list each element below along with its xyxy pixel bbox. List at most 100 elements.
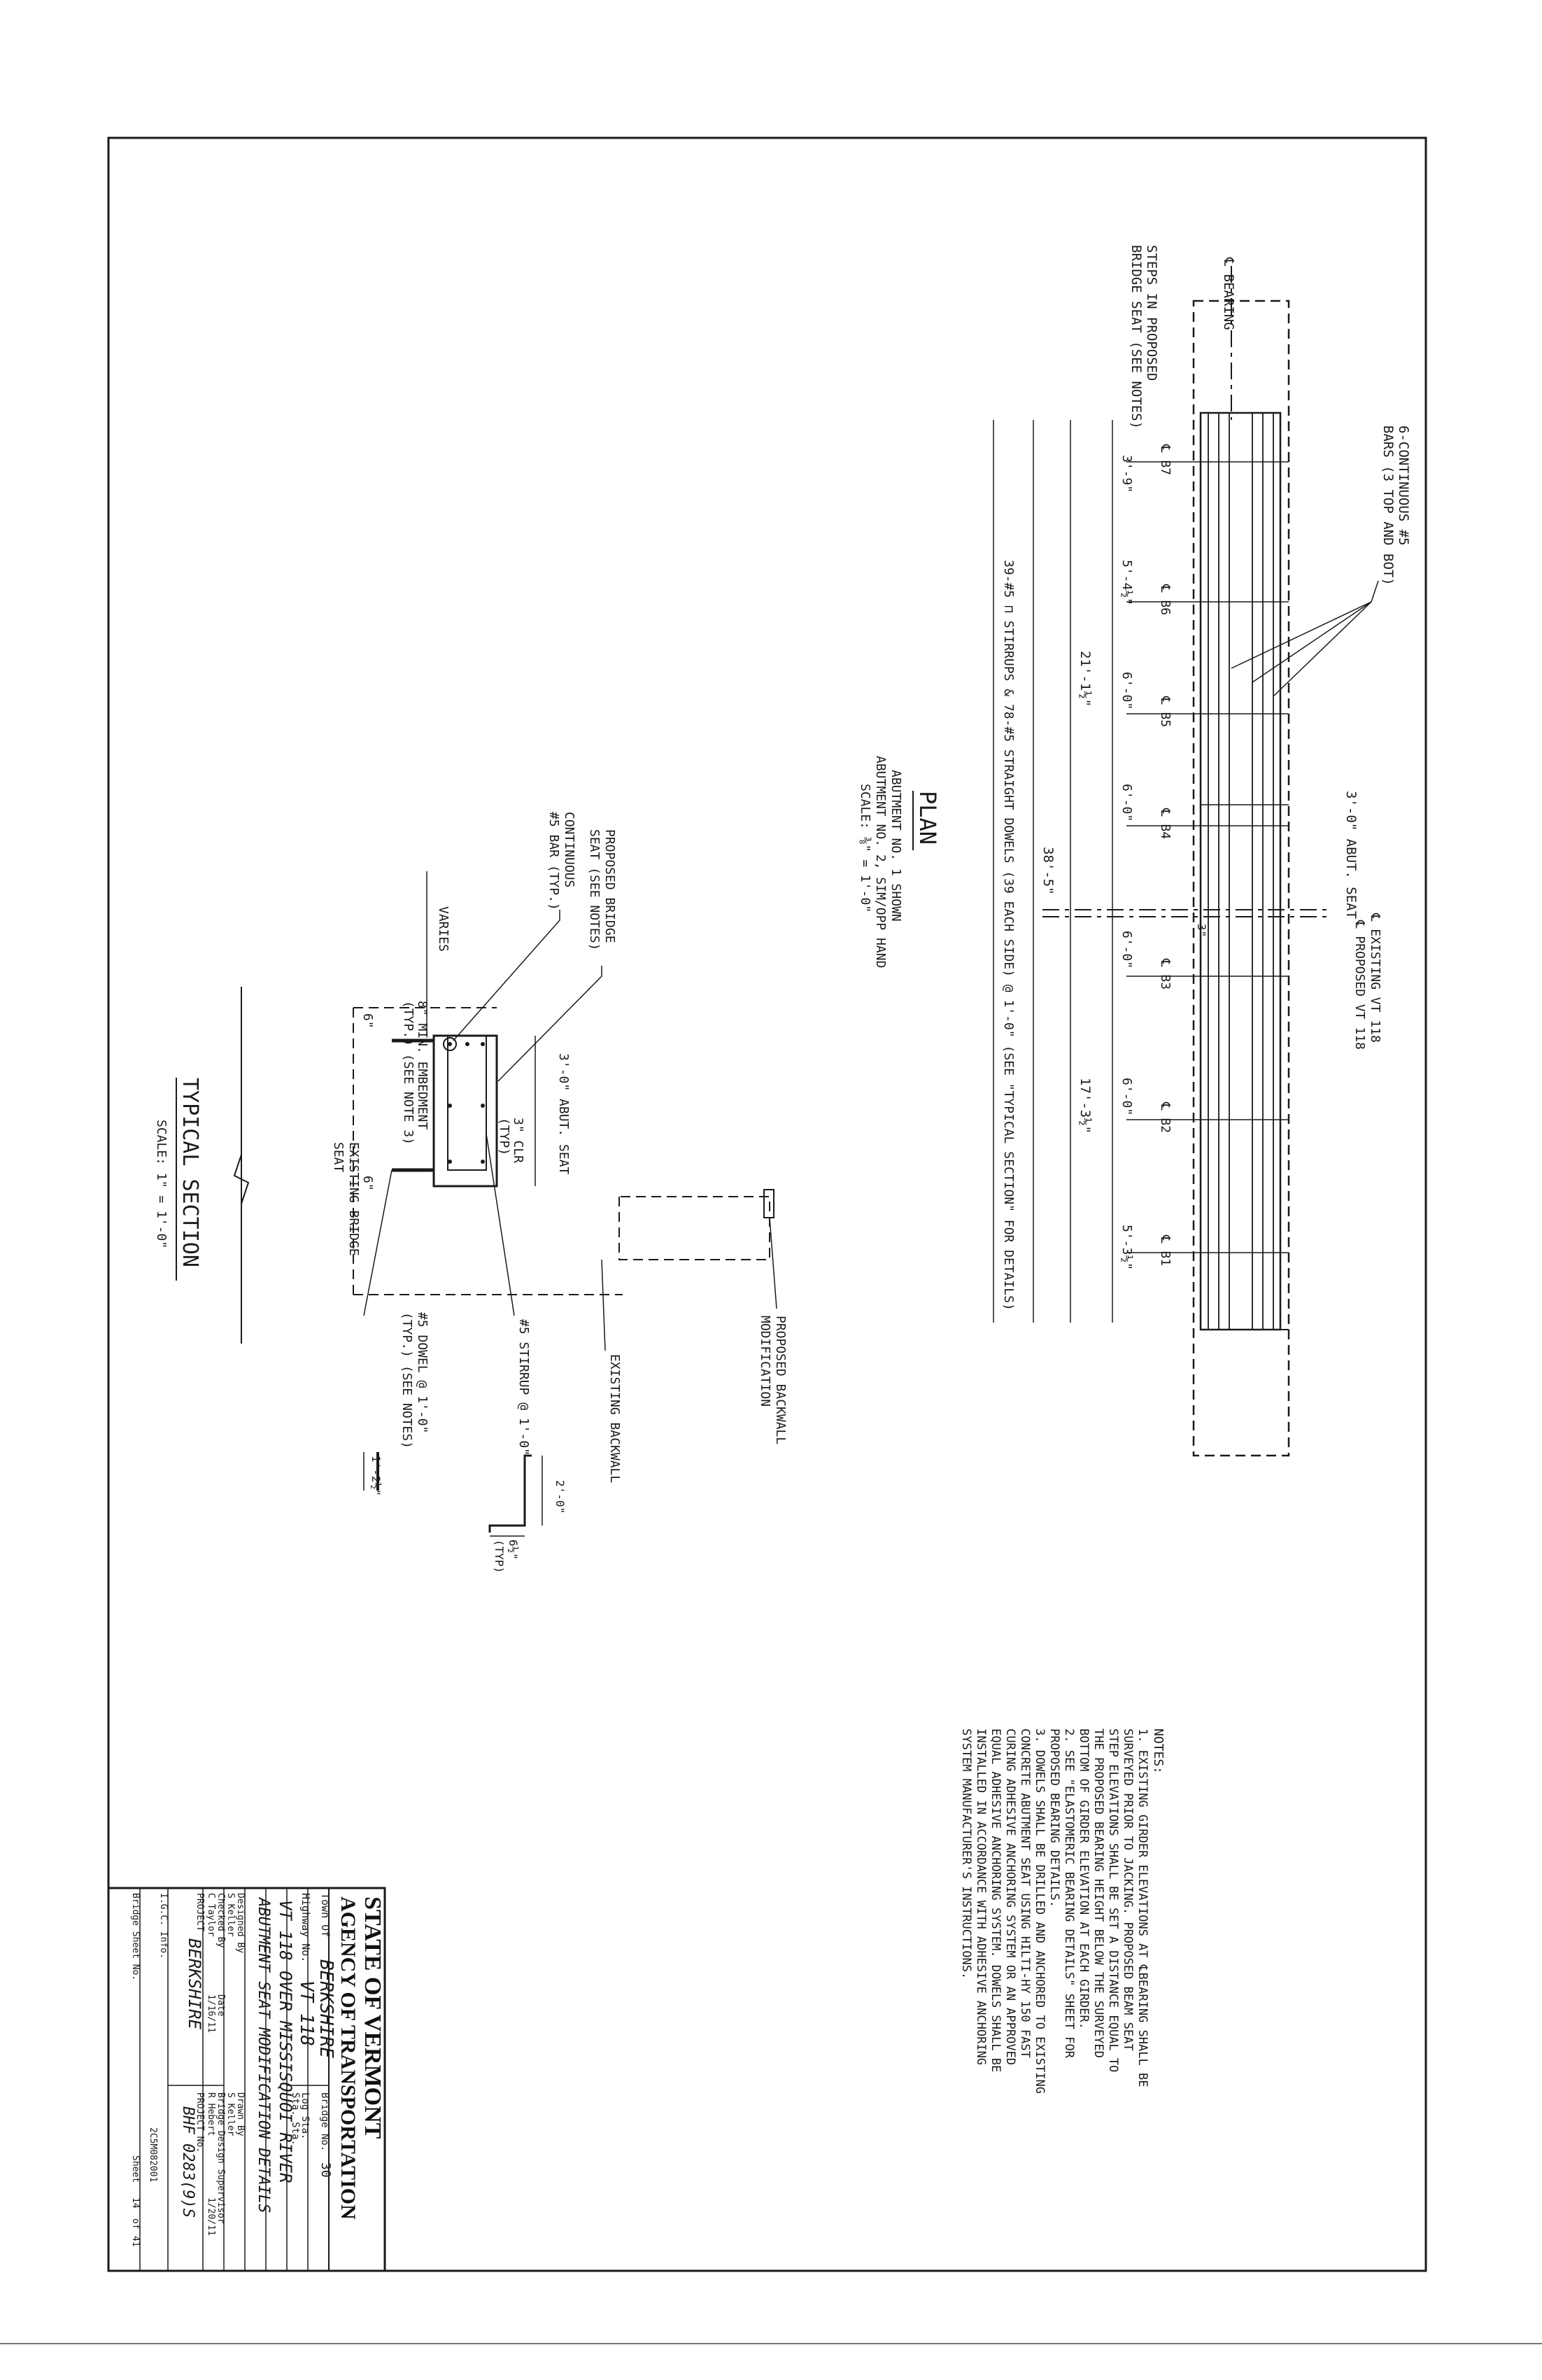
six-in-a: 6" (360, 1013, 375, 1029)
log-sta: Log Sta. (299, 2092, 311, 2139)
note-line: CURING ADHESIVE ANCHORING SYSTEM OR AN A… (1003, 1728, 1017, 2065)
mod-leader (769, 1217, 777, 1309)
sheet-label: Sheet (130, 2155, 141, 2183)
proposed-backwall-mod (763, 1189, 774, 1218)
project: BERKSHIRE (185, 1938, 204, 2030)
note-line: SURVEYED PRIOR TO JACKING. PROPOSED BEAM… (1121, 1728, 1135, 2051)
dowel-leader (363, 1169, 392, 1316)
bar-dot (481, 1104, 485, 1108)
designed-by-label: Designed By (235, 1893, 246, 1953)
note-line: THE PROPOSED BEARING HEIGHT BELOW THE SU… (1091, 1728, 1105, 2058)
crossing: VT 118 OVER MISSISQUOI RIVER (276, 1900, 295, 2183)
drawn-by-label: Drawn By (235, 2092, 246, 2136)
stirrup-width: 6½" (507, 1540, 520, 1560)
girder-label: ℄ B2 (1158, 1101, 1173, 1133)
existing-cl-label: ℄ EXISTING VT 118 (1368, 913, 1382, 1043)
date-1: 1/16/11 (206, 1994, 216, 2033)
title-block: STATE OF VERMONT AGENCY OF TRANSPORTATIO… (107, 1887, 386, 2272)
sheet-border (107, 136, 1427, 2272)
note-line: 1. EXISTING GIRDER ELEVATIONS AT ℄BEARIN… (1136, 1728, 1150, 2087)
typical-section: VARIES PROPOSED BRIDGE SEAT (SEE NOTES) … (154, 812, 788, 1573)
highway-value: VT 118 (296, 1980, 317, 2046)
girder-labels: ℄ B7℄ B6℄ B5℄ B4℄ B3℄ B2℄ B1 (1158, 444, 1173, 1266)
date-2: 1/20/11 (206, 2197, 216, 2236)
note-line: EQUAL ADHESIVE ANCHORING SYSTEM. DOWELS … (989, 1728, 1003, 2072)
girder-centerlines (1126, 461, 1289, 1253)
note-line: INSTALLED IN ACCORDANCE WITH ADHESIVE AN… (974, 1728, 988, 2065)
bridge-no-label: Bridge No. (319, 2092, 330, 2151)
bars-label-2: BARS (3 TOP AND BOT) (1380, 425, 1396, 586)
steps-label-1: STEPS IN PROPOSED (1144, 245, 1159, 381)
of-label: of (130, 2218, 141, 2230)
igc-label: I.G.C. Info. (158, 1893, 169, 1959)
embed-2: (TYP.) (SEE NOTE 3) (401, 1001, 416, 1145)
bar-dot (481, 1160, 485, 1164)
dowel-length: 1'-2½" (369, 1456, 383, 1496)
dowel-1: #5 DOWEL @ 1'-0" (415, 1312, 430, 1433)
title-block-frame (107, 1887, 386, 2272)
steps-label-2: BRIDGE SEAT (SEE NOTES) (1129, 245, 1144, 429)
spacing-label: 6'-0" (1119, 931, 1134, 969)
backwall-mod-2: MODIFICATION (758, 1316, 772, 1407)
continuous-bar-circle (443, 1037, 457, 1051)
note-line: CONCRETE ABUTMENT SEAT USING HILTI-HY 15… (1018, 1728, 1032, 2058)
note-line: SYSTEM MANUFACTURER'S INSTRUCTIONS. (959, 1728, 973, 1979)
sheet-total: 41 (130, 2236, 141, 2247)
agency-line-2: AGENCY OF TRANSPORTATION (337, 1896, 360, 2220)
sta-sta: Sta. Sta. (290, 2092, 301, 2146)
checked-by: C Taylor (206, 1893, 216, 1937)
girder-label: ℄ B3 (1158, 958, 1173, 990)
existing-backwall-label: EXISTING BACKWALL (607, 1354, 622, 1483)
supervisor: R Hebert (206, 2092, 216, 2136)
spacing-label: 5'-3½" (1119, 1225, 1134, 1270)
existing-seat-1: EXISTING BRIDGE (346, 1142, 361, 1256)
plan-view: ℄ BEARING 6-CONTINUOUS #5 BARS (3 TOP AN… (858, 245, 1411, 1457)
plan-subtitle-1: ABUTMENT NO. 1 SHOWN (889, 770, 903, 922)
proposed-cl-label: ℄ PROPOSED VT 118 (1352, 920, 1367, 1050)
dim-total: 38'-5" (1040, 847, 1056, 895)
proposed-seat-outline (1199, 411, 1282, 1331)
backwall-mod-1: PROPOSED BACKWALL (773, 1316, 788, 1444)
dim-left: 21'-1½" (1077, 651, 1093, 707)
varies-label: VARIES (436, 906, 451, 952)
stirrup-label: #5 STIRRUP @ 1'-0" (516, 1319, 531, 1456)
existing-backwall (618, 1196, 770, 1260)
stirrup-typ: (TYP) (493, 1540, 506, 1573)
girder-label: ℄ B6 (1158, 584, 1173, 615)
spacing-label: 3'-9" (1119, 455, 1134, 493)
spacing-labels: 3'-9"5'-4½"6'-0"6'-0"6'-0"6'-0"5'-3½" (1119, 455, 1134, 1270)
embed-1: 8" MIN. EMBEDMENT (415, 1001, 430, 1129)
abut-seat-label: 3'-0" ABUT. SEAT (1343, 791, 1359, 919)
town-label: Town Of (319, 1893, 332, 1937)
igc-value: 2C5M082001 (148, 2127, 158, 2182)
bar-leader (453, 910, 560, 1041)
highway-label: Highway No. (299, 1893, 312, 1962)
abut-seat-section: 3'-0" ABUT. SEAT (556, 1053, 571, 1175)
supervisor-label: Bridge Design Supervisor (215, 2092, 226, 2224)
stirrup-height: 2'-0" (553, 1480, 567, 1514)
existing-seat-outline (1192, 300, 1290, 1457)
section-scale: SCALE: 1" = 1'-0" (154, 1120, 169, 1248)
break-mark (233, 1154, 250, 1204)
plan-subtitle-2: ABUTMENT NO. 2, SIM/OPP HAND (873, 756, 888, 968)
clr-1: 3" CLR (511, 1118, 525, 1163)
bar-dot (448, 1104, 452, 1108)
sheet-no: 14 (130, 2197, 141, 2209)
continuous-2: #5 BAR (TYP.) (546, 812, 561, 910)
date-label-1: Date (215, 1994, 226, 2016)
bar-dot (448, 1160, 452, 1164)
project-label: PROJECT (194, 1893, 205, 1931)
spacing-label: 6'-0" (1119, 672, 1134, 710)
dowel-2: (TYP.) (SEE NOTES) (399, 1312, 414, 1449)
dim-right: 17'-3½" (1077, 1078, 1093, 1134)
bar-dot (481, 1042, 485, 1046)
stirrup-shape (447, 1036, 487, 1171)
bridge-sheet-label: Bridge Sheet No. (130, 1893, 141, 1980)
bearing-label: ℄ BEARING (1221, 257, 1236, 330)
continuous-1: CONTINUOUS (562, 812, 577, 887)
spacing-label: 6'-0" (1119, 784, 1134, 822)
backwall-leader (601, 1259, 606, 1351)
note-line: BOTTOM OF GIRDER ELEVATION AT EACH GIRDE… (1077, 1728, 1091, 2029)
